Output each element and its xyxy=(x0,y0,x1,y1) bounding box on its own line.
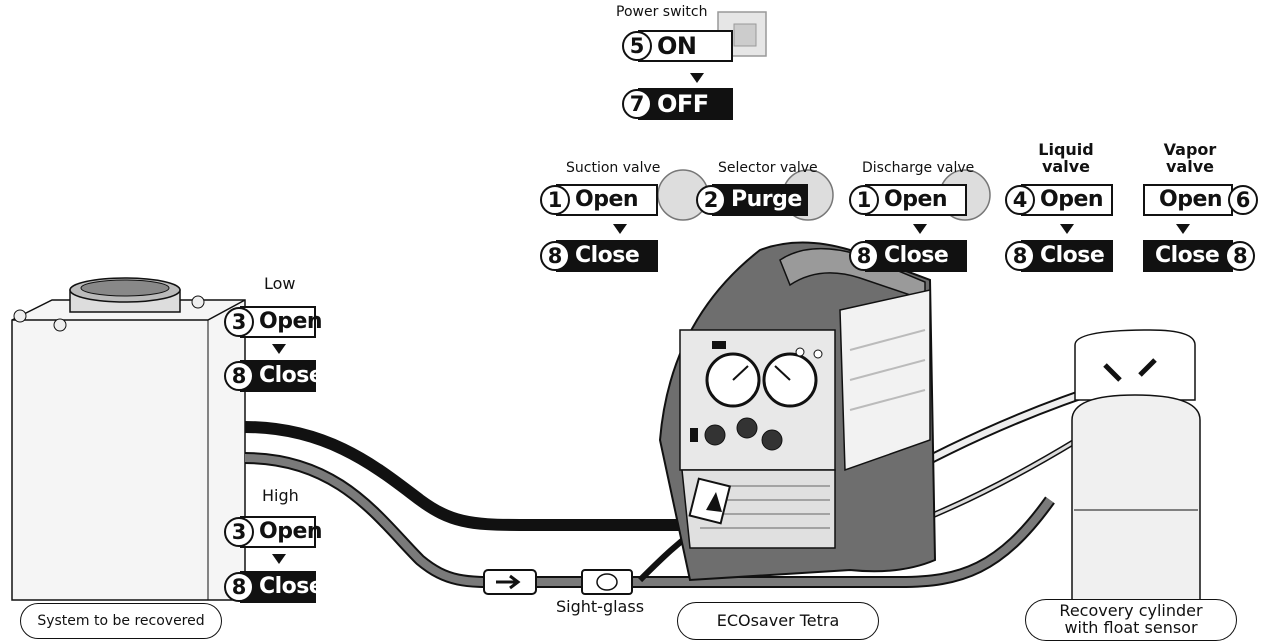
machine-label: ECOsaver Tetra xyxy=(677,602,879,640)
vapor-caption-line1: Vapor xyxy=(1163,140,1217,159)
discharge-open-box: 1 Open xyxy=(849,184,967,216)
cylinder-label-line1: Recovery cylinder xyxy=(1059,601,1203,621)
step-number: 3 xyxy=(224,307,254,337)
cylinder-label: Recovery cylinder with float sensor xyxy=(1025,599,1237,641)
step-number: 8 xyxy=(224,361,254,391)
liquid-caption-line2: valve xyxy=(1042,156,1090,176)
suction-close-label: Close xyxy=(575,243,640,268)
high-close-box: 8 Close xyxy=(224,571,324,603)
step-number: 1 xyxy=(849,185,879,215)
system-label: System to be recovered xyxy=(20,603,222,639)
down-arrow-icon xyxy=(613,224,627,234)
suction-close-box: 8 Close xyxy=(540,240,658,272)
step-number: 4 xyxy=(1005,185,1035,215)
vapor-open-label: Open xyxy=(1159,187,1223,212)
liquid-close-box: 8 Close xyxy=(1005,240,1113,272)
discharge-valve-caption: Discharge valve xyxy=(862,160,975,176)
step-number: 3 xyxy=(224,517,254,547)
black-hose xyxy=(244,421,720,531)
down-arrow-icon xyxy=(1176,224,1190,234)
liquid-close-label: Close xyxy=(1040,243,1105,268)
step-number: 8 xyxy=(540,241,570,271)
step-number: 8 xyxy=(224,572,254,602)
recovery-machine xyxy=(658,241,937,582)
down-arrow-icon xyxy=(272,554,286,564)
suction-open-label: Open xyxy=(575,187,639,212)
cylinder-label-line2: with float sensor xyxy=(1064,618,1198,637)
liquid-caption-line1: Liquid xyxy=(1038,140,1094,159)
selector-purge-box: 2 Purge xyxy=(696,184,808,216)
step-number: 7 xyxy=(622,89,652,119)
high-close-label: Close xyxy=(259,574,324,599)
condensing-unit xyxy=(11,277,246,601)
high-open-label: Open xyxy=(259,519,323,544)
step-number: 5 xyxy=(622,31,652,61)
selector-purge-label: Purge xyxy=(731,187,802,212)
power-off-box: 7 OFF xyxy=(622,88,733,120)
down-arrow-icon xyxy=(690,73,704,83)
power-off-label: OFF xyxy=(657,90,709,118)
low-caption: Low xyxy=(264,274,296,293)
suction-open-box: 1 Open xyxy=(540,184,658,216)
recovery-cylinder xyxy=(1071,329,1201,626)
vapor-valve-caption: Vapor valve xyxy=(1160,140,1220,176)
step-number: 2 xyxy=(696,185,726,215)
low-open-box: 3 Open xyxy=(224,306,323,338)
vapor-close-box: Close 8 xyxy=(1143,240,1256,272)
liquid-open-box: 4 Open xyxy=(1005,184,1113,216)
step-number: 8 xyxy=(1005,241,1035,271)
vapor-close-label: Close xyxy=(1155,243,1220,268)
step-number: 8 xyxy=(849,241,879,271)
low-close-label: Close xyxy=(259,363,324,388)
step-number: 1 xyxy=(540,185,570,215)
high-open-box: 3 Open xyxy=(224,516,323,548)
step-number: 6 xyxy=(1228,185,1259,215)
power-switch-caption: Power switch xyxy=(616,4,708,20)
sight-glass-label: Sight-glass xyxy=(556,597,645,616)
discharge-close-box: 8 Close xyxy=(849,240,967,272)
discharge-close-label: Close xyxy=(884,243,949,268)
selector-valve-caption: Selector valve xyxy=(718,160,818,176)
power-on-label: ON xyxy=(657,32,697,60)
high-caption: High xyxy=(262,486,299,505)
step-number: 8 xyxy=(1225,241,1256,271)
liquid-open-label: Open xyxy=(1040,187,1104,212)
low-close-box: 8 Close xyxy=(224,360,324,392)
power-on-box: 5 ON xyxy=(622,30,733,62)
liquid-valve-caption: Liquid valve xyxy=(1036,140,1096,176)
low-open-label: Open xyxy=(259,309,323,334)
down-arrow-icon xyxy=(1060,224,1074,234)
discharge-open-label: Open xyxy=(884,187,948,212)
suction-valve-caption: Suction valve xyxy=(566,160,661,176)
vapor-open-box: Open 6 xyxy=(1143,184,1259,216)
down-arrow-icon xyxy=(272,344,286,354)
down-arrow-icon xyxy=(913,224,927,234)
vapor-caption-line2: valve xyxy=(1166,156,1214,176)
